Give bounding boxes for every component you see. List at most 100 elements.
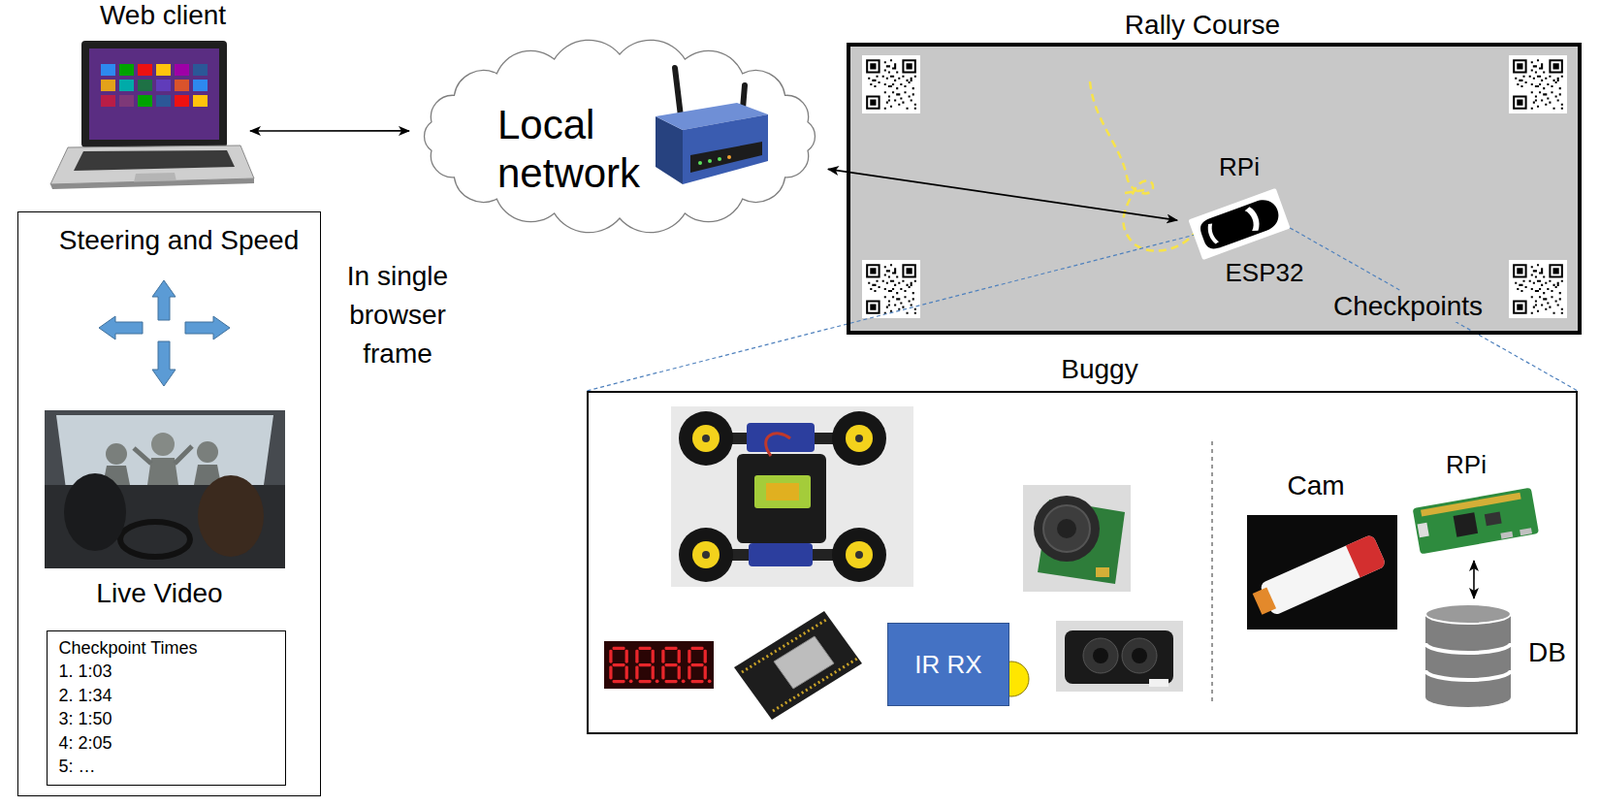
video-still	[44, 410, 286, 569]
node-text: Live Video	[96, 577, 223, 609]
list-line: 2. 1:34	[59, 683, 274, 708]
segment-display	[608, 646, 633, 683]
list-line: 3: 1:50	[59, 706, 274, 732]
lidar-sensor	[1064, 630, 1174, 684]
video-still	[196, 441, 219, 463]
chassis-photo	[855, 550, 864, 559]
chassis-photo	[692, 541, 720, 569]
car-body	[1197, 195, 1283, 253]
laptop-illustration	[192, 79, 208, 92]
camera-module: Cam	[1247, 470, 1398, 630]
list-line: 5: …	[59, 754, 274, 779]
ultrasonic-sensor	[1056, 518, 1077, 539]
segment-display	[661, 646, 685, 683]
video-still	[120, 521, 191, 557]
chassis-photo	[678, 411, 734, 466]
chassis-photo	[678, 527, 734, 582]
car-marker: RPiESP32	[1183, 147, 1300, 288]
chassis-photo	[766, 482, 800, 501]
chassis-photo	[702, 434, 710, 443]
laptop-illustration	[119, 95, 134, 107]
ultrasonic-sensor	[1023, 484, 1131, 592]
esp32-board	[741, 619, 827, 672]
pi-board-photo	[1412, 487, 1539, 555]
chassis-photo	[671, 406, 914, 587]
video-still	[151, 432, 175, 456]
list-line: 4: 2:05	[59, 731, 274, 756]
chassis-photo	[845, 424, 873, 452]
router-illustration	[690, 141, 763, 173]
video-still	[197, 475, 264, 557]
camera-photo	[1249, 533, 1387, 620]
ultrasonic-sensor	[1033, 495, 1100, 562]
cloud-outline	[413, 31, 827, 230]
box-label: IR RX	[914, 649, 982, 679]
list-line: 1. 1:03	[59, 659, 274, 684]
laptop-illustration	[156, 64, 171, 76]
connector-arrow	[1472, 560, 1475, 599]
cylinder-band	[1425, 642, 1511, 653]
camera-photo	[1247, 514, 1398, 630]
cylinder-band	[1425, 670, 1511, 680]
note-label: In single browser frame	[324, 256, 471, 374]
ultrasonic-sensor	[1095, 567, 1110, 577]
driven-track	[1089, 81, 1195, 252]
zoom-lines	[1278, 221, 1578, 391]
list-heading: Checkpoint Times	[59, 636, 274, 661]
ultrasonic-sensor	[1023, 484, 1131, 592]
video-still	[64, 473, 127, 551]
node-text: Local network	[497, 100, 668, 198]
laptop-illustration	[100, 79, 116, 92]
chassis-photo	[832, 411, 887, 466]
car-window	[1205, 223, 1219, 246]
laptop-illustration	[137, 64, 153, 76]
chassis-photo	[692, 424, 720, 452]
direction-arrows	[98, 316, 143, 340]
laptop-illustration	[192, 95, 208, 107]
router-illustration	[727, 155, 732, 160]
laptop-illustration	[50, 40, 255, 190]
lidar-sensor	[1149, 678, 1169, 687]
direction-arrows	[152, 280, 176, 320]
camera-photo	[1252, 586, 1277, 614]
laptop-illustration	[81, 40, 227, 148]
node-heading: Web client	[99, 0, 226, 32]
lidar-sensor	[1056, 620, 1184, 692]
lidar-sensor	[1083, 638, 1119, 673]
laptop-illustration	[192, 64, 208, 76]
cylinder-top	[1425, 604, 1511, 624]
lidar-sensor	[1092, 647, 1109, 664]
pi-board: RPi	[1410, 449, 1541, 558]
chassis-photo	[832, 527, 887, 582]
chassis-photo	[746, 422, 815, 452]
pi-board-photo	[1412, 487, 1539, 555]
network-cloud: Local network	[413, 31, 827, 230]
pi-board-photo	[1417, 522, 1430, 539]
connector-arrow	[250, 129, 410, 132]
car-icon	[1187, 188, 1290, 260]
buggy-panel: BuggyIR RXCamRPiDB	[586, 390, 1578, 735]
video-still	[105, 443, 128, 465]
esp32-board	[734, 610, 863, 720]
chassis-photo	[702, 550, 710, 559]
laptop-illustration	[119, 79, 134, 92]
router-illustration	[682, 114, 768, 185]
segment-display	[604, 640, 714, 689]
checkpoint-list: Checkpoint Times1. 1:032. 1:343: 1:504: …	[46, 630, 287, 786]
car-window	[1244, 205, 1263, 233]
laptop-illustration	[156, 95, 171, 107]
router-illustration	[707, 159, 712, 163]
node-text: Cam	[1286, 470, 1344, 502]
qr-checkpoint	[862, 55, 921, 114]
separator-line	[1211, 441, 1213, 704]
node-heading: Buggy	[1060, 353, 1138, 385]
camera-photo	[1247, 514, 1398, 630]
separator-line	[1212, 441, 1214, 704]
router-illustration	[674, 67, 681, 117]
zoom-lines	[586, 232, 1203, 391]
router-illustration	[698, 160, 703, 165]
qr-checkpoint	[1508, 259, 1568, 319]
cloud-outline	[424, 39, 816, 232]
laptop-illustration	[73, 150, 235, 171]
